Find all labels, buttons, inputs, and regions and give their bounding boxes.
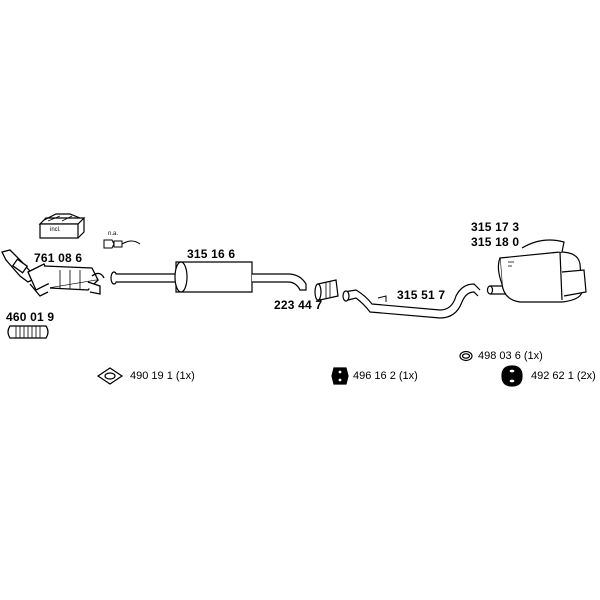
ring-hanger-label: 498 03 6 (1x) [478, 350, 543, 362]
rear-silencer-part-number-b: 315 18 0 [471, 235, 520, 249]
intermediate-pipe-drawing [342, 283, 481, 319]
clamp-part-number: 223 44 7 [274, 298, 323, 312]
catalytic-converter-drawing [1, 249, 105, 297]
flex-pipe-drawing [7, 325, 49, 339]
sensor-note-label: n.a. [108, 231, 119, 237]
rear-silencer-part-number-a: 315 17 3 [471, 220, 520, 234]
hanger-pair-label: 492 62 1 (2x) [531, 370, 596, 382]
oxygen-sensor-drawing [103, 239, 141, 249]
intermediate-pipe-part-number: 315 51 7 [397, 288, 446, 302]
kit-box-drawing [38, 213, 86, 239]
centre-silencer-part-number: 315 16 6 [187, 247, 236, 261]
rubber-mount-icon [331, 367, 349, 385]
rubber-mount-label: 496 16 2 (1x) [353, 370, 418, 382]
catalytic-converter-part-number: 761 08 6 [34, 251, 83, 265]
centre-silencer-drawing [110, 261, 307, 293]
rear-silencer-drawing [486, 239, 587, 303]
hanger-pair-icon [501, 365, 523, 387]
kit-box-label: incl. [50, 227, 61, 233]
gasket-label: 490 19 1 (1x) [130, 370, 195, 382]
flex-pipe-part-number: 460 01 9 [6, 310, 55, 324]
gasket-icon [96, 367, 124, 385]
ring-hanger-icon [459, 350, 473, 362]
clamp-drawing [314, 279, 339, 301]
